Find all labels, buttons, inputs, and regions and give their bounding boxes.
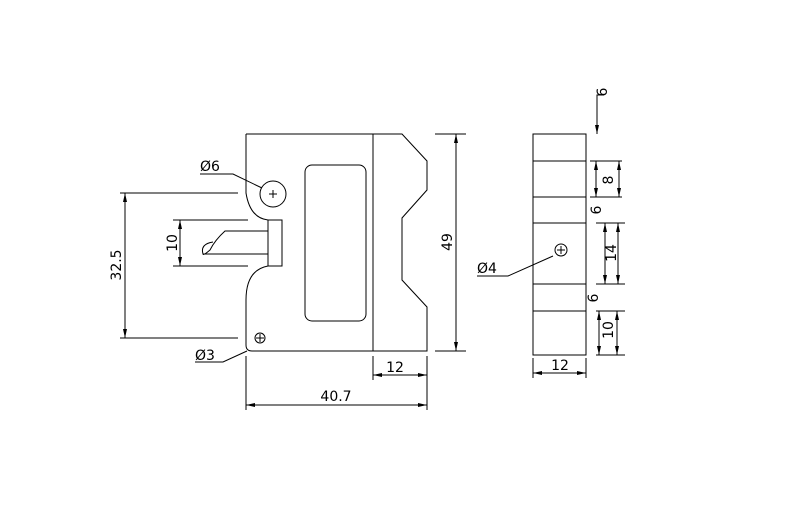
dim-gap-2: 6 (586, 293, 602, 302)
hole-side (554, 243, 568, 257)
dim-hole-small: Ø3 (195, 348, 215, 364)
dim-hole-large: Ø6 (200, 159, 220, 175)
front-outline (245, 133, 428, 352)
side-view: Ø4 6 8 6 14 6 10 12 (477, 87, 625, 378)
dim-seg-1: 8 (601, 176, 617, 185)
side-segment-lines (533, 160, 586, 312)
hole-small (254, 332, 266, 344)
side-outline (532, 133, 587, 356)
dim-gap-1: 6 (589, 205, 605, 214)
dim-side-width: 12 (551, 358, 569, 374)
dim-right-width: 12 (386, 360, 404, 376)
dim-total-width: 40.7 (320, 389, 351, 405)
hole-large (259, 180, 287, 208)
lever (202, 230, 268, 255)
dim-seg-2: 14 (604, 244, 620, 262)
center-mark-icon (269, 190, 277, 198)
dim-slot-height: 32.5 (109, 249, 125, 280)
window-recess (304, 164, 367, 322)
dim-top-offset: 6 (595, 87, 611, 96)
dim-seg-3: 10 (601, 321, 617, 339)
center-mark-icon (256, 334, 264, 342)
lever-tab (267, 219, 283, 267)
center-mark-icon (557, 246, 565, 254)
dim-side-hole: Ø4 (477, 261, 497, 277)
dim-lever-width: 10 (165, 234, 181, 252)
front-view: Ø6 Ø3 32.5 10 49 12 40.7 (109, 133, 466, 410)
dim-total-height: 49 (440, 233, 456, 251)
